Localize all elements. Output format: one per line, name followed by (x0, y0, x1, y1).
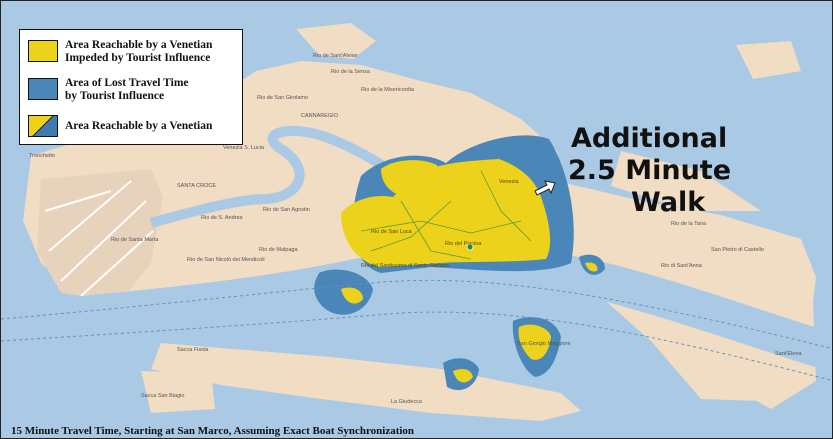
reachable-area-giudecca (453, 369, 473, 383)
label-santa-marta: Rio de Santa Marta (111, 237, 159, 243)
port-area (37, 169, 163, 301)
label-san-pietro: San Pietro di Castello (711, 247, 764, 253)
label-santa-lucia: Venezia S. Lucia (223, 145, 264, 151)
annotation-line2: 2.5 Minute (568, 155, 732, 186)
label-cannaregio: CANNAREGIO (301, 113, 338, 119)
label-santissimo: Rio del Santissimo di Santo Stefano (361, 263, 449, 269)
annotation-line3: Walk (631, 187, 706, 218)
label-sacca-san-biagio: Sacca San Biagio (141, 393, 185, 399)
label-tronchetto: Tronchetto (29, 153, 56, 159)
port-roads (44, 180, 154, 297)
legend-swatch-split (28, 115, 58, 137)
label-santa-croce: SANTA CROCE (177, 183, 217, 189)
giudecca-island (151, 343, 581, 421)
label-la-giudecca: La Giudecca (391, 399, 422, 405)
map-caption: 15 Minute Travel Time, Starting at San M… (11, 425, 415, 437)
white-arrow-icon (534, 180, 556, 196)
label-sacca-fisola: Sacca Fisola (177, 347, 209, 353)
legend-label-line1: Area of Lost Travel Time (65, 77, 189, 89)
label-malpaga: Rio de Malpaga (259, 247, 298, 253)
north-east-island (736, 41, 801, 79)
ferry-routes (1, 279, 832, 382)
label-san-giorgio: San Giorgio Maggiore (517, 341, 571, 347)
reachable-area-main (341, 159, 551, 267)
north-island (296, 23, 376, 59)
label-sant-alvise: Rio de Sant'Alvise (313, 53, 358, 59)
location-pin-icon[interactable] (466, 243, 474, 251)
legend-label: Area Reachable by a Venetian (65, 120, 213, 132)
reachable-area-north (381, 160, 438, 197)
legend-label-line1: Area Reachable by a Venetian (65, 39, 213, 51)
annotation-line1: Additional (571, 123, 728, 154)
legend-label-line2: Impeded by Tourist Influence (65, 52, 211, 64)
legend-label: Area of Lost Travel Time by Tourist Infl… (65, 77, 189, 103)
reachable-area-east (585, 262, 598, 272)
legend-swatch-blue (28, 78, 58, 100)
legend: Area Reachable by a Venetian Impeded by … (19, 29, 243, 145)
label-sant-andrea: Rio de S. Andrea (201, 215, 243, 221)
legend-swatch-yellow (28, 40, 58, 62)
label-san-agostin: Rio de San Agostin (263, 207, 310, 213)
label-san-girolamo: Rio de San Girolamo (257, 95, 309, 101)
label-sensa: Rio de la Sensa (331, 69, 370, 75)
sacca-fisola-island (141, 371, 215, 413)
inner-canals (360, 170, 532, 260)
label-venezia: Venezia (499, 179, 519, 185)
label-piscina: Rio del Piscina (445, 241, 482, 247)
label-san-luca: Rio de San Luca (371, 229, 412, 235)
label-rio-tana: Rio de la Tana (671, 221, 707, 227)
label-san-nicolo: Rio de San Nicolò dei Mendicoli (187, 257, 265, 263)
legend-label-line2: by Tourist Influence (65, 90, 165, 102)
reachable-area-san-giorgio (518, 324, 551, 360)
label-sant-anna: Rio di Sant'Anna (661, 263, 702, 269)
legend-label: Area Reachable by a Venetian Impeded by … (65, 39, 212, 65)
arsenale-block (611, 151, 761, 211)
reachable-area-west (341, 287, 363, 304)
label-sant-elena: Sant'Elena (775, 351, 802, 357)
label-misericordia: Rio de la Misericordia (361, 87, 414, 93)
